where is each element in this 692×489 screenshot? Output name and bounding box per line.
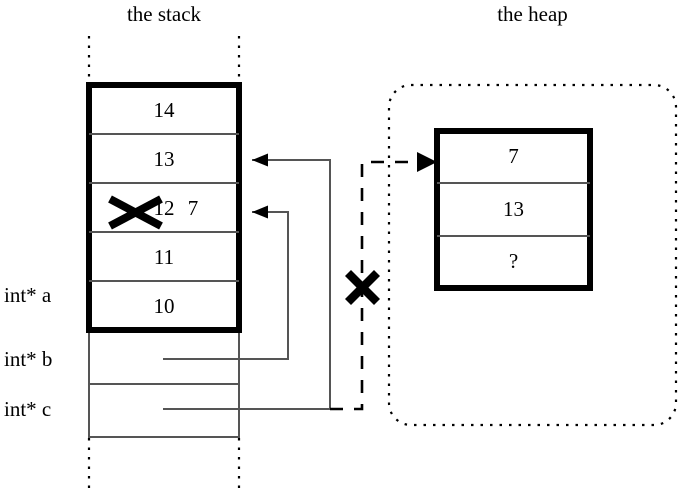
heap-title: the heap: [497, 2, 568, 26]
stack-title: the stack: [126, 2, 202, 26]
pointer-c-stack-arrowhead: [252, 153, 268, 167]
stack-guide-lines-top: [87, 36, 241, 85]
heap-cell-value-0: 7: [508, 144, 519, 168]
pointer-label-b: int* b: [4, 347, 53, 371]
stack-cell-value-4: 10: [153, 294, 175, 318]
pointer-b-connector: [163, 205, 289, 360]
struck-value-x-icon: [108, 195, 163, 230]
broken-link-x-icon: [344, 269, 381, 306]
stack-cell-value-0: 14: [153, 98, 175, 122]
stack-array-block: [86, 82, 242, 333]
stack-cell-value-1: 13: [153, 147, 175, 171]
pointer-label-a: int* a: [4, 283, 52, 307]
pointer-label-c: int* c: [4, 397, 52, 421]
pointer-b-arrowhead: [252, 205, 268, 219]
stack-cell-value-2-struck: 12: [153, 196, 175, 220]
stack-cell-value-2-replacement: 7: [187, 196, 199, 220]
heap-block: [434, 128, 593, 291]
stack-guide-lines-bottom: [87, 438, 241, 489]
heap-arrowhead: [417, 152, 437, 172]
stack-pointer-box: [88, 329, 240, 438]
heap-cell-value-2: ?: [508, 249, 519, 273]
heap-dashed-connector: [330, 152, 437, 411]
heap-cell-value-1: 13: [503, 197, 524, 221]
pointer-c-stack-connector: [163, 153, 331, 410]
stack-cell-value-3: 11: [153, 245, 175, 269]
